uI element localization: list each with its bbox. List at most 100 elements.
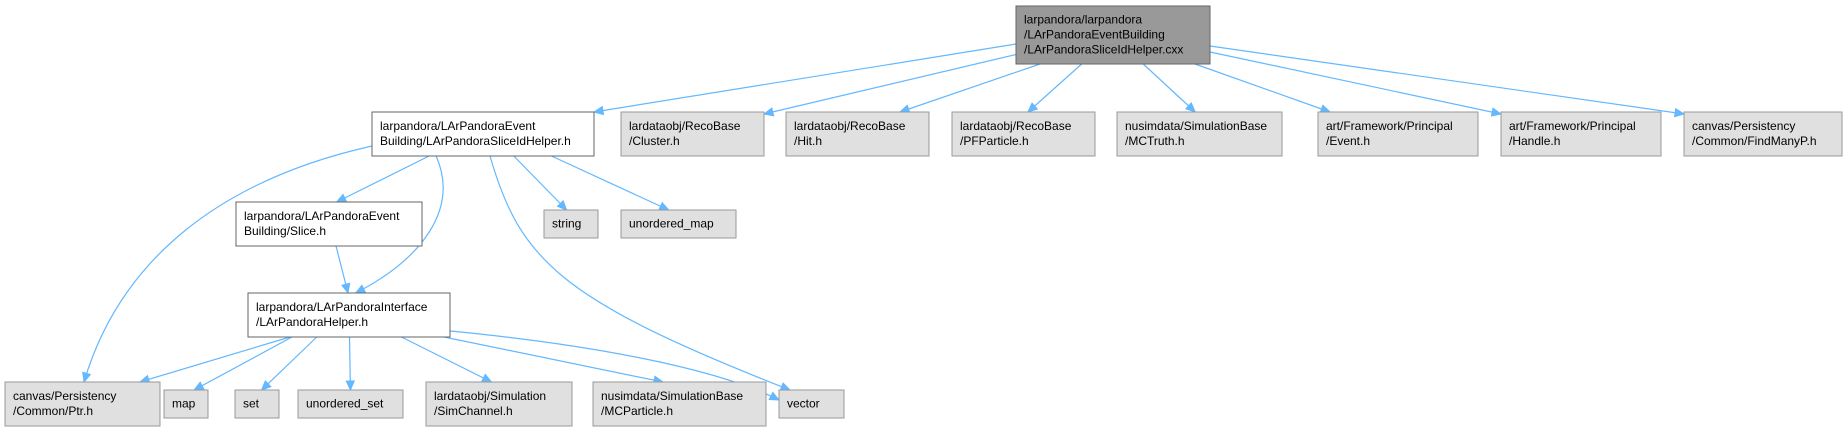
node-box (620, 111, 765, 157)
edge-line (193, 336, 293, 391)
node-label-line: map (172, 397, 196, 411)
node-sliceidhelper-h[interactable]: larpandora/LArPandoraEventBuilding/LArPa… (371, 111, 595, 157)
node-map: map (163, 389, 209, 419)
edge-sliceidhelper-h-to-slice-h (335, 155, 430, 203)
node-box (247, 292, 451, 338)
edge-root-to-hit-h (898, 63, 1041, 114)
edge-slice-h-to-pandorahelper-h (335, 245, 351, 295)
edge-arrowhead (260, 379, 272, 391)
edge-pandorahelper-h-to-mcparticle-h (443, 336, 665, 385)
node-label-line: unordered_map (629, 217, 714, 231)
node-label-line: /LArPandoraHelper.h (256, 315, 368, 329)
node-label-line: larpandora/LArPandoraEvent (380, 119, 536, 133)
node-label-line: vector (787, 397, 820, 411)
node-box (778, 389, 845, 419)
node-vector: vector (778, 389, 845, 419)
nodes-layer: larpandora/larpandora/LArPandoraEventBui… (4, 5, 1843, 427)
node-set: set (234, 389, 280, 419)
node-box (371, 111, 595, 157)
node-label-line: canvas/Persistency (1692, 119, 1795, 133)
node-box (1317, 111, 1479, 157)
edge-line (355, 155, 444, 294)
node-box (620, 209, 737, 239)
node-hit-h: lardataobj/RecoBase/Hit.h (785, 111, 930, 157)
node-unordered-map: unordered_map (620, 209, 737, 239)
node-cluster-h: lardataobj/RecoBase/Cluster.h (620, 111, 765, 157)
edge-sliceidhelper-h-to-unordered-map (551, 155, 670, 211)
edge-arrowhead (341, 282, 351, 295)
edges-layer (82, 43, 1686, 401)
edge-arrowhead (762, 107, 775, 117)
edge-root-to-pfparticle-h (1027, 63, 1083, 113)
node-root[interactable]: larpandora/larpandora/LArPandoraEventBui… (1015, 5, 1211, 65)
edge-line (551, 155, 669, 211)
edge-line (1142, 63, 1196, 113)
node-label-line: /PFParticle.h (960, 134, 1029, 148)
node-box (425, 381, 573, 427)
node-label-line: larpandora/LArPandoraEvent (244, 209, 400, 223)
node-simchannel-h: lardataobj/Simulation/SimChannel.h (425, 381, 573, 427)
edge-arrowhead (1027, 102, 1039, 113)
edge-arrowhead (779, 382, 792, 391)
node-label-line: /SimChannel.h (434, 404, 513, 418)
edge-arrowhead (193, 381, 205, 391)
node-box (1116, 111, 1283, 157)
edge-arrowhead (1490, 107, 1503, 117)
node-label-line: lardataobj/Simulation (434, 389, 546, 403)
edge-line (336, 155, 430, 203)
edge-line (1027, 63, 1083, 113)
edge-root-to-cluster-h (762, 53, 1019, 117)
node-label-line: set (243, 397, 260, 411)
node-label-line: string (552, 217, 581, 231)
node-label-line: unordered_set (306, 397, 384, 411)
node-label-line: art/Framework/Principal (1509, 119, 1636, 133)
node-label-line: lardataobj/RecoBase (960, 119, 1072, 133)
edge-arrowhead (480, 373, 493, 383)
node-label-line: /MCTruth.h (1125, 134, 1185, 148)
edge-arrowhead (82, 371, 92, 384)
edge-arrowhead (345, 380, 356, 392)
node-label-line: /MCParticle.h (601, 404, 673, 418)
node-box (234, 389, 280, 419)
node-event-h: art/Framework/Principal/Event.h (1317, 111, 1479, 157)
node-pandorahelper-h[interactable]: larpandora/LArPandoraInterface/LArPandor… (247, 292, 451, 338)
node-label-line: /Hit.h (794, 134, 822, 148)
edge-root-to-sliceidhelper-h (592, 43, 1017, 116)
edge-pandorahelper-h-to-map (193, 336, 293, 391)
edge-line (593, 43, 1017, 113)
edge-line (489, 155, 791, 391)
node-ptr-h: canvas/Persistency/Common/Ptr.h (4, 381, 161, 427)
node-box (785, 111, 930, 157)
node-label-line: /Handle.h (1509, 134, 1560, 148)
edge-line (513, 155, 568, 211)
edge-line (139, 336, 291, 383)
node-label-line: larpandora/LArPandoraInterface (256, 300, 428, 314)
edge-root-to-handle-h (1209, 51, 1503, 117)
node-box (1500, 111, 1662, 157)
edge-arrowhead (1673, 107, 1686, 118)
edge-sliceidhelper-h-to-string (513, 155, 568, 211)
node-box (297, 389, 404, 419)
node-label-line: lardataobj/RecoBase (794, 119, 906, 133)
edge-line (401, 336, 492, 383)
edge-line (443, 336, 664, 383)
edge-line (261, 336, 318, 391)
node-label-line: canvas/Persistency (13, 389, 116, 403)
edge-arrowhead (592, 105, 605, 116)
node-box (951, 111, 1096, 157)
node-handle-h: art/Framework/Principal/Handle.h (1500, 111, 1662, 157)
edge-line (899, 63, 1041, 113)
node-label-line: /LArPandoraSliceIdHelper.cxx (1024, 43, 1183, 57)
node-box (543, 209, 599, 239)
edge-line (83, 145, 373, 383)
node-label-line: Building/Slice.h (244, 224, 326, 238)
node-slice-h[interactable]: larpandora/LArPandoraEventBuilding/Slice… (235, 201, 423, 247)
node-box (235, 201, 423, 247)
node-mcparticle-h: nusimdata/SimulationBase/MCParticle.h (592, 381, 767, 427)
node-label-line: nusimdata/SimulationBase (601, 389, 743, 403)
node-box (4, 381, 161, 427)
edge-root-to-event-h (1194, 63, 1332, 114)
node-mctruth-h: nusimdata/SimulationBase/MCTruth.h (1116, 111, 1283, 157)
node-label-line: /LArPandoraEventBuilding (1024, 28, 1165, 42)
